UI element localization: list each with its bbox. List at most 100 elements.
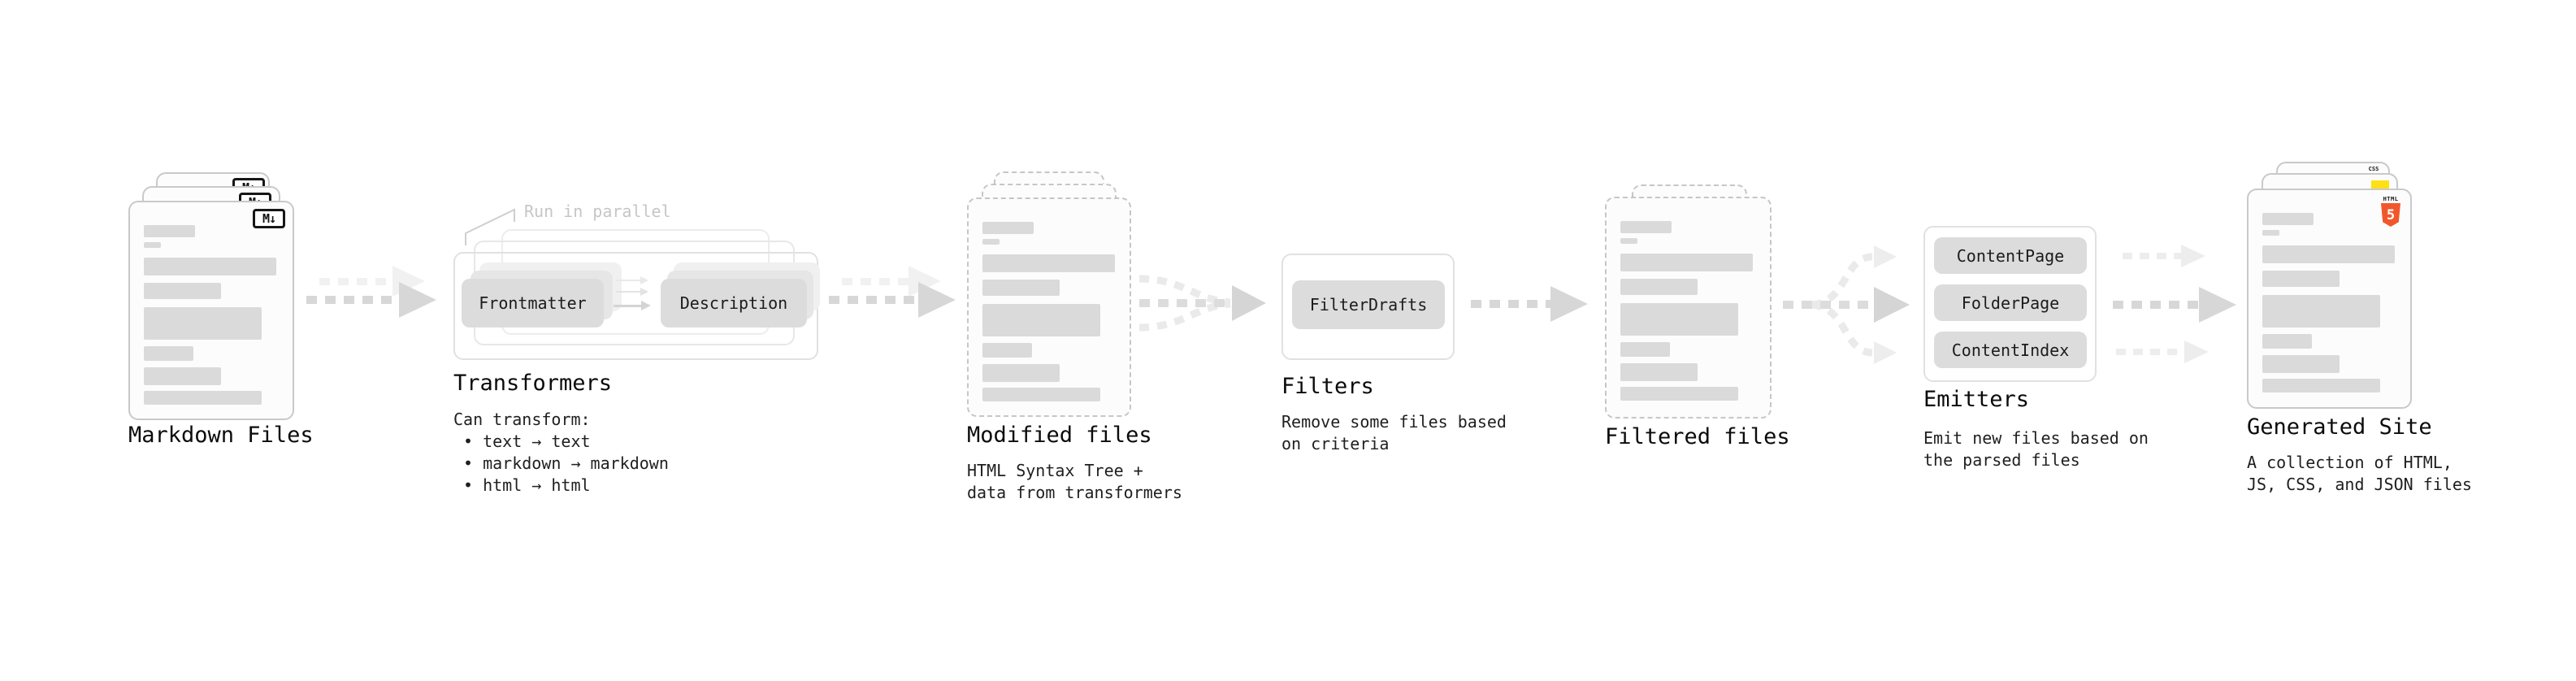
text-line-placeholder <box>982 239 1000 245</box>
text-line-placeholder <box>982 364 1060 382</box>
run-in-parallel-callout-line <box>465 208 515 245</box>
text-line-placeholder <box>144 346 193 361</box>
text-line-placeholder <box>1620 387 1738 401</box>
text-line-placeholder <box>1620 303 1738 336</box>
flow-arrowhead-icon <box>1550 286 1588 322</box>
file-card-front <box>967 197 1131 417</box>
flow-arrow-ghost-icon <box>319 278 394 285</box>
text-line-placeholder <box>2262 355 2340 373</box>
desc-line: data from transformers <box>967 483 1182 502</box>
text-line-placeholder <box>144 307 262 340</box>
text-line-placeholder <box>2262 271 2340 287</box>
frontmatter-pill: Frontmatter <box>462 279 604 327</box>
text-line-placeholder <box>144 225 195 237</box>
desc-bullet: • html → html <box>463 475 591 495</box>
file-card-front: M↓ <box>128 201 294 420</box>
text-line-placeholder <box>1620 342 1670 357</box>
flow-arrowhead-icon <box>399 282 436 318</box>
desc-line: Can transform: <box>453 410 591 429</box>
filters-label: Filters <box>1281 374 1374 399</box>
desc-bullet: • text → text <box>463 432 591 451</box>
text-line-placeholder <box>144 258 276 275</box>
text-line-placeholder <box>1620 279 1698 295</box>
parallel-arrowhead-icon <box>641 301 651 310</box>
flow-arrow-icon <box>2113 301 2199 309</box>
parallel-arrow-icon <box>616 280 640 281</box>
file-card-front <box>1605 197 1772 419</box>
transformers-description: Can transform: • text → text • markdown … <box>453 409 669 497</box>
generated-site-description: A collection of HTML, JS, CSS, and JSON … <box>2247 452 2472 496</box>
desc-line: HTML Syntax Tree + <box>967 461 1143 480</box>
text-line-placeholder <box>144 242 161 248</box>
run-in-parallel-label: Run in parallel <box>524 202 671 221</box>
file-card-front: HTML 5 <box>2247 189 2412 409</box>
desc-line: JS, CSS, and JSON files <box>2247 475 2472 494</box>
text-line-placeholder <box>144 391 262 405</box>
text-line-placeholder <box>2262 245 2395 263</box>
text-line-placeholder <box>982 388 1100 401</box>
js-icon <box>2371 180 2389 189</box>
html5-shield: 5 <box>2381 203 2400 227</box>
parallel-arrow-icon <box>614 305 641 307</box>
filtered-files-label: Filtered files <box>1605 424 1790 449</box>
emitters-description: Emit new files based on the parsed files <box>1923 427 2149 471</box>
emitters-label: Emitters <box>1923 387 2030 412</box>
transformers-label: Transformers <box>453 371 613 396</box>
generated-site-label: Generated Site <box>2247 414 2432 440</box>
flow-arrow-faint-icon <box>2123 253 2181 259</box>
text-line-placeholder <box>1620 221 1672 233</box>
flow-arrow-faint-icon <box>2116 349 2184 355</box>
text-line-placeholder <box>144 283 221 299</box>
text-line-placeholder <box>2262 213 2314 225</box>
flow-arrowhead-faint-icon <box>2184 340 2209 363</box>
flow-arrowhead-icon <box>2199 287 2236 323</box>
flow-arrowhead-icon <box>918 282 956 318</box>
fanout-arrow-icon <box>1783 245 1910 364</box>
flow-arrowhead-faint-icon <box>2181 245 2205 267</box>
html5-icon: HTML 5 <box>2381 196 2400 227</box>
text-line-placeholder <box>144 367 221 385</box>
flow-arrow-icon <box>306 296 399 304</box>
text-line-placeholder <box>982 222 1034 234</box>
markdown-files-label: Markdown Files <box>128 423 314 448</box>
text-line-placeholder <box>1620 254 1753 271</box>
filterdrafts-pill: FilterDrafts <box>1292 280 1445 329</box>
contentindex-pill: ContentIndex <box>1934 332 2087 368</box>
text-line-placeholder <box>982 304 1100 336</box>
modified-files-label: Modified files <box>967 423 1152 448</box>
contentpage-pill: ContentPage <box>1934 237 2087 274</box>
markdown-icon: M↓ <box>253 209 285 228</box>
merge-arrow-icon <box>1138 275 1266 332</box>
text-line-placeholder <box>982 343 1032 358</box>
flow-arrow-icon <box>1471 300 1550 308</box>
description-pill: Description <box>661 279 807 327</box>
desc-line: on criteria <box>1281 434 1390 453</box>
desc-line: the parsed files <box>1923 450 2080 470</box>
parallel-arrowhead-icon <box>640 288 648 296</box>
text-line-placeholder <box>1620 238 1637 244</box>
parallel-arrowhead-icon <box>640 276 648 284</box>
text-line-placeholder <box>2262 334 2312 349</box>
text-line-placeholder <box>2262 379 2380 393</box>
html5-label: HTML <box>2383 196 2399 202</box>
css-label: CSS <box>2368 166 2379 172</box>
text-line-placeholder <box>2262 295 2380 327</box>
text-line-placeholder <box>1620 363 1698 381</box>
desc-line: Emit new files based on <box>1923 428 2149 448</box>
desc-line: A collection of HTML, <box>2247 453 2452 472</box>
text-line-placeholder <box>982 280 1060 296</box>
filters-description: Remove some files based on criteria <box>1281 411 1507 455</box>
file-content-placeholder <box>982 201 1121 401</box>
file-content-placeholder <box>1620 200 1759 401</box>
desc-bullet: • markdown → markdown <box>463 453 669 473</box>
